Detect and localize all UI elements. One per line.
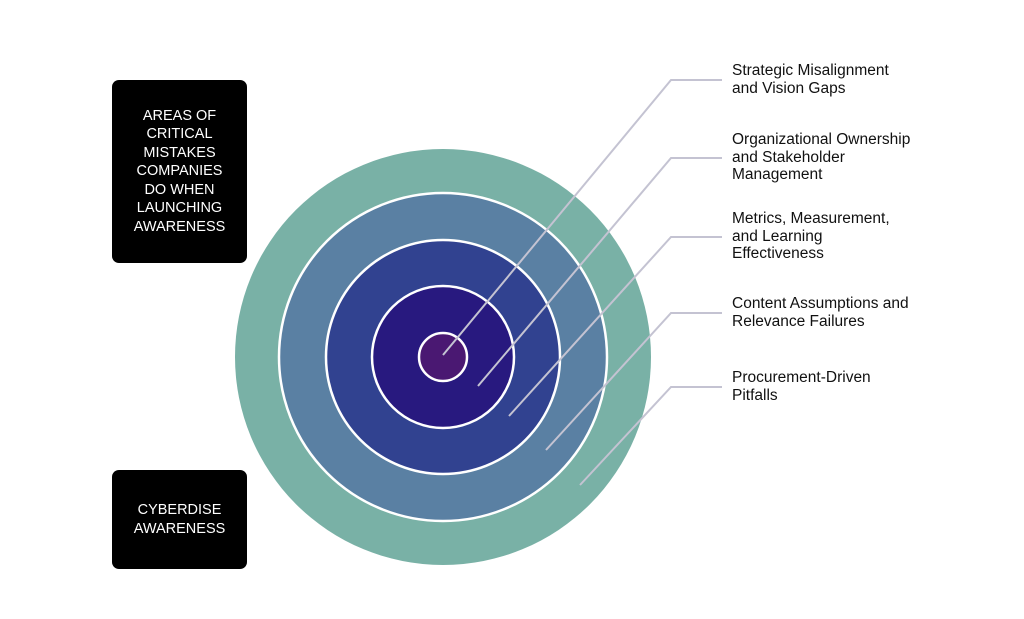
leader-line-2: [477, 157, 722, 387]
title-box: AREAS OF CRITICAL MISTAKES COMPANIES DO …: [112, 80, 247, 263]
label-metrics-measurement: Metrics, Measurement, and Learning Effec…: [732, 210, 890, 263]
leader-line-4: [545, 312, 722, 451]
label-content-assumptions: Content Assumptions and Relevance Failur…: [732, 295, 909, 330]
ring-center: [417, 331, 469, 383]
leader-line-3: [508, 236, 722, 417]
brand-text: CYBERDISE AWARENESS: [133, 502, 226, 537]
label-strategic-misalignment: Strategic Misalignment and Vision Gaps: [732, 62, 889, 97]
brand-box: CYBERDISE AWARENESS: [112, 470, 247, 569]
label-organizational-ownership: Organizational Ownership and Stakeholder…: [732, 131, 911, 184]
leader-line-1: [442, 79, 722, 356]
leader-line-5: [579, 386, 722, 486]
title-text: AREAS OF CRITICAL MISTAKES COMPANIES DO …: [133, 107, 226, 235]
label-procurement-pitfalls: Procurement-Driven Pitfalls: [732, 369, 871, 404]
